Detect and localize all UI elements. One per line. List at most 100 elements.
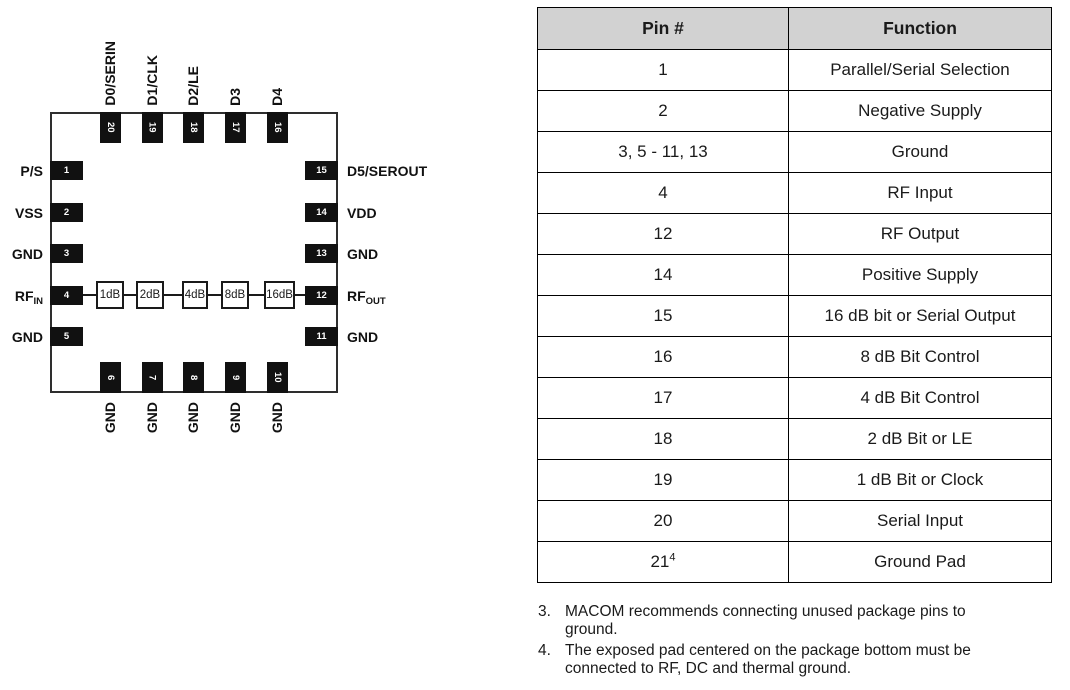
pin-number-cell: 3, 5 - 11, 13 [537, 131, 789, 173]
pin-12-number: 12 [316, 290, 327, 301]
pin-number-cell: 14 [537, 254, 789, 296]
pin-number-cell: 214 [537, 541, 789, 583]
footnote-number: 4. [538, 642, 551, 659]
function-cell: 1 dB Bit or Clock [788, 459, 1052, 501]
function-cell: Parallel/Serial Selection [788, 49, 1052, 91]
pin-5-label: GND [11, 328, 43, 345]
pin-5-number: 5 [63, 331, 70, 342]
pin-17-number: 17 [230, 122, 241, 133]
pin-1-label: P/S [20, 162, 43, 179]
pin-5: 5 [50, 327, 83, 346]
pin-18: 18 [183, 112, 204, 143]
function-cell: 2 dB Bit or LE [788, 418, 1052, 460]
pin-number-cell: 18 [537, 418, 789, 460]
attenuator-block-4dB: 4dB [182, 281, 208, 309]
footnote-number: 3. [538, 603, 551, 620]
function-cell: RF Input [788, 172, 1052, 214]
pin-3: 3 [50, 244, 83, 263]
pin-16: 16 [267, 112, 288, 143]
pin-4-label: RFIN [14, 287, 43, 307]
pin-8-label: GND [185, 402, 201, 434]
pin-6: 6 [100, 362, 121, 393]
function-cell: RF Output [788, 213, 1052, 255]
pin-9-label: GND [227, 402, 243, 434]
pin-17: 17 [225, 112, 246, 143]
pin-12: 12 [305, 286, 338, 305]
pin-number-cell: 16 [537, 336, 789, 378]
pin-8: 8 [183, 362, 204, 393]
function-cell: 8 dB Bit Control [788, 336, 1052, 378]
function-column-header: Function [788, 7, 1052, 50]
pin-20-label: D0/SERIN [102, 41, 118, 106]
pin-number-column-header: Pin # [537, 7, 789, 50]
pin-16-label: D4 [269, 88, 285, 106]
footnote-text: The exposed pad centered on the package … [565, 642, 971, 677]
pin-15-number: 15 [316, 165, 327, 176]
pin-14: 14 [305, 203, 338, 222]
function-cell: 4 dB Bit Control [788, 377, 1052, 419]
pin-11: 11 [305, 327, 338, 346]
pin-number-cell: 1 [537, 49, 789, 91]
pin-10-number: 10 [272, 372, 283, 383]
attenuator-block-2dB: 2dB [136, 281, 164, 309]
pin-2-label: VSS [14, 204, 43, 221]
pin-7: 7 [141, 362, 163, 393]
pin-14-label: VDD [347, 204, 377, 221]
footnotes: 3. MACOM recommends connecting unused pac… [538, 600, 1016, 678]
pin-13: 13 [305, 244, 338, 263]
pin-15-label: D5/SEROUT [347, 162, 428, 179]
function-cell: Serial Input [788, 500, 1052, 542]
pin-2: 2 [50, 203, 83, 222]
function-cell: Positive Supply [788, 254, 1052, 296]
pin-18-number: 18 [188, 122, 199, 133]
pin-number-cell: 15 [537, 295, 789, 337]
pin-18-label: D2/LE [185, 66, 201, 106]
package-outline [50, 112, 338, 393]
pin-11-number: 11 [316, 331, 327, 342]
pin-8-number: 8 [188, 374, 199, 381]
pin-number-cell: 17 [537, 377, 789, 419]
attenuator-block-8dB: 8dB [221, 281, 249, 309]
pin-number-cell: 20 [537, 500, 789, 542]
pin-15: 15 [305, 161, 338, 180]
pin-1: 1 [50, 161, 83, 180]
function-cell: Ground Pad [788, 541, 1052, 583]
pin-19-label: D1/CLK [143, 55, 160, 106]
pin-19-number: 19 [146, 122, 158, 133]
footnote: 4. The exposed pad centered on the packag… [538, 642, 1016, 678]
footnote-text: MACOM recommends connecting unused packa… [565, 603, 966, 638]
pin-14-number: 14 [316, 207, 327, 218]
pin-12-label: RFOUT [347, 287, 386, 307]
pin-number-cell: 4 [537, 172, 789, 214]
pin-4: 4 [50, 286, 83, 305]
pin-11-label: GND [347, 328, 379, 345]
pin-6-label: GND [102, 402, 118, 434]
pin-10: 10 [267, 362, 288, 393]
function-cell: 16 dB bit or Serial Output [788, 295, 1052, 337]
attenuator-block-16dB: 16dB [264, 281, 295, 309]
pin-number-cell: 12 [537, 213, 789, 255]
pin-16-number: 16 [272, 122, 283, 133]
pin-13-label: GND [347, 245, 379, 262]
pin-9: 9 [225, 362, 246, 393]
pin-7-label: GND [143, 402, 160, 434]
pin-3-number: 3 [63, 248, 70, 259]
pin-6-number: 6 [105, 374, 116, 381]
pin-7-number: 7 [146, 374, 158, 381]
pin-3-label: GND [11, 245, 43, 262]
pin-19: 19 [141, 112, 163, 143]
